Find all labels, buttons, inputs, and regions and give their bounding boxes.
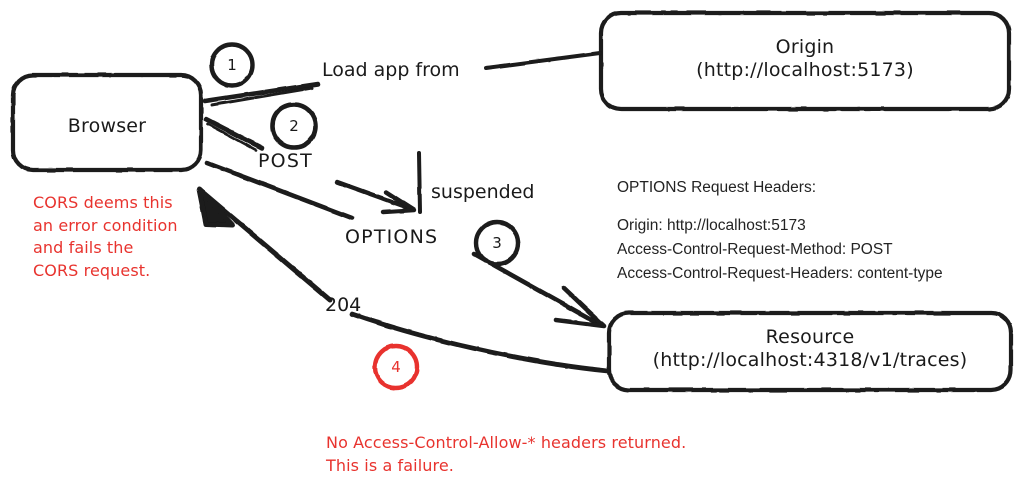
options-request-headers-panel: OPTIONS Request Headers: Origin: http://… <box>617 180 1017 286</box>
step-circle-2[interactable] <box>270 102 318 150</box>
edge-label-options: OPTIONS <box>345 226 439 248</box>
annotation-no-allow-headers-note: No Access-Control-Allow-* headers return… <box>326 433 687 475</box>
step-circle-3[interactable] <box>473 219 521 267</box>
edge-post-arrow <box>334 179 415 212</box>
edge-options-arrowhead <box>553 285 607 329</box>
node-browser-box[interactable] <box>10 72 204 173</box>
edge-options-line-a <box>204 160 355 221</box>
node-resource-box[interactable] <box>606 310 1014 393</box>
suspended-bar <box>417 151 422 214</box>
edge-label-204: 204 <box>325 294 362 316</box>
edge-load-app-from-tail <box>202 81 321 104</box>
edge-post-stub-2 <box>206 122 258 152</box>
edge-label-suspended: suspended <box>431 181 535 203</box>
edge-load-app-from <box>484 51 602 70</box>
node-origin-box[interactable] <box>598 10 1012 112</box>
edge-post-stub <box>203 116 265 151</box>
annotation-cors-error-note: CORS deems this an error condition and f… <box>33 193 178 281</box>
step-number-1[interactable]: 1 <box>227 56 237 74</box>
edge-label-load-app-from: Load app from <box>322 59 460 81</box>
edge-load-app-from-tail-2 <box>210 86 314 107</box>
step-number-3[interactable]: 3 <box>492 234 502 252</box>
edge-204-line-2 <box>197 187 333 303</box>
edge-204-line <box>349 311 611 374</box>
edge-label-post: POST <box>258 150 313 172</box>
step-circle-4[interactable] <box>372 343 420 391</box>
options-headers-list: Origin: http://localhost:5173 Access-Con… <box>617 216 943 282</box>
step-number-2[interactable]: 2 <box>289 117 299 135</box>
step-circle-1[interactable] <box>209 42 255 88</box>
step-number-4[interactable]: 4 <box>391 358 401 376</box>
edge-204-arrowhead <box>196 186 235 228</box>
edge-post-arrowhead <box>380 189 417 215</box>
options-headers-title: OPTIONS Request Headers: <box>617 179 816 196</box>
